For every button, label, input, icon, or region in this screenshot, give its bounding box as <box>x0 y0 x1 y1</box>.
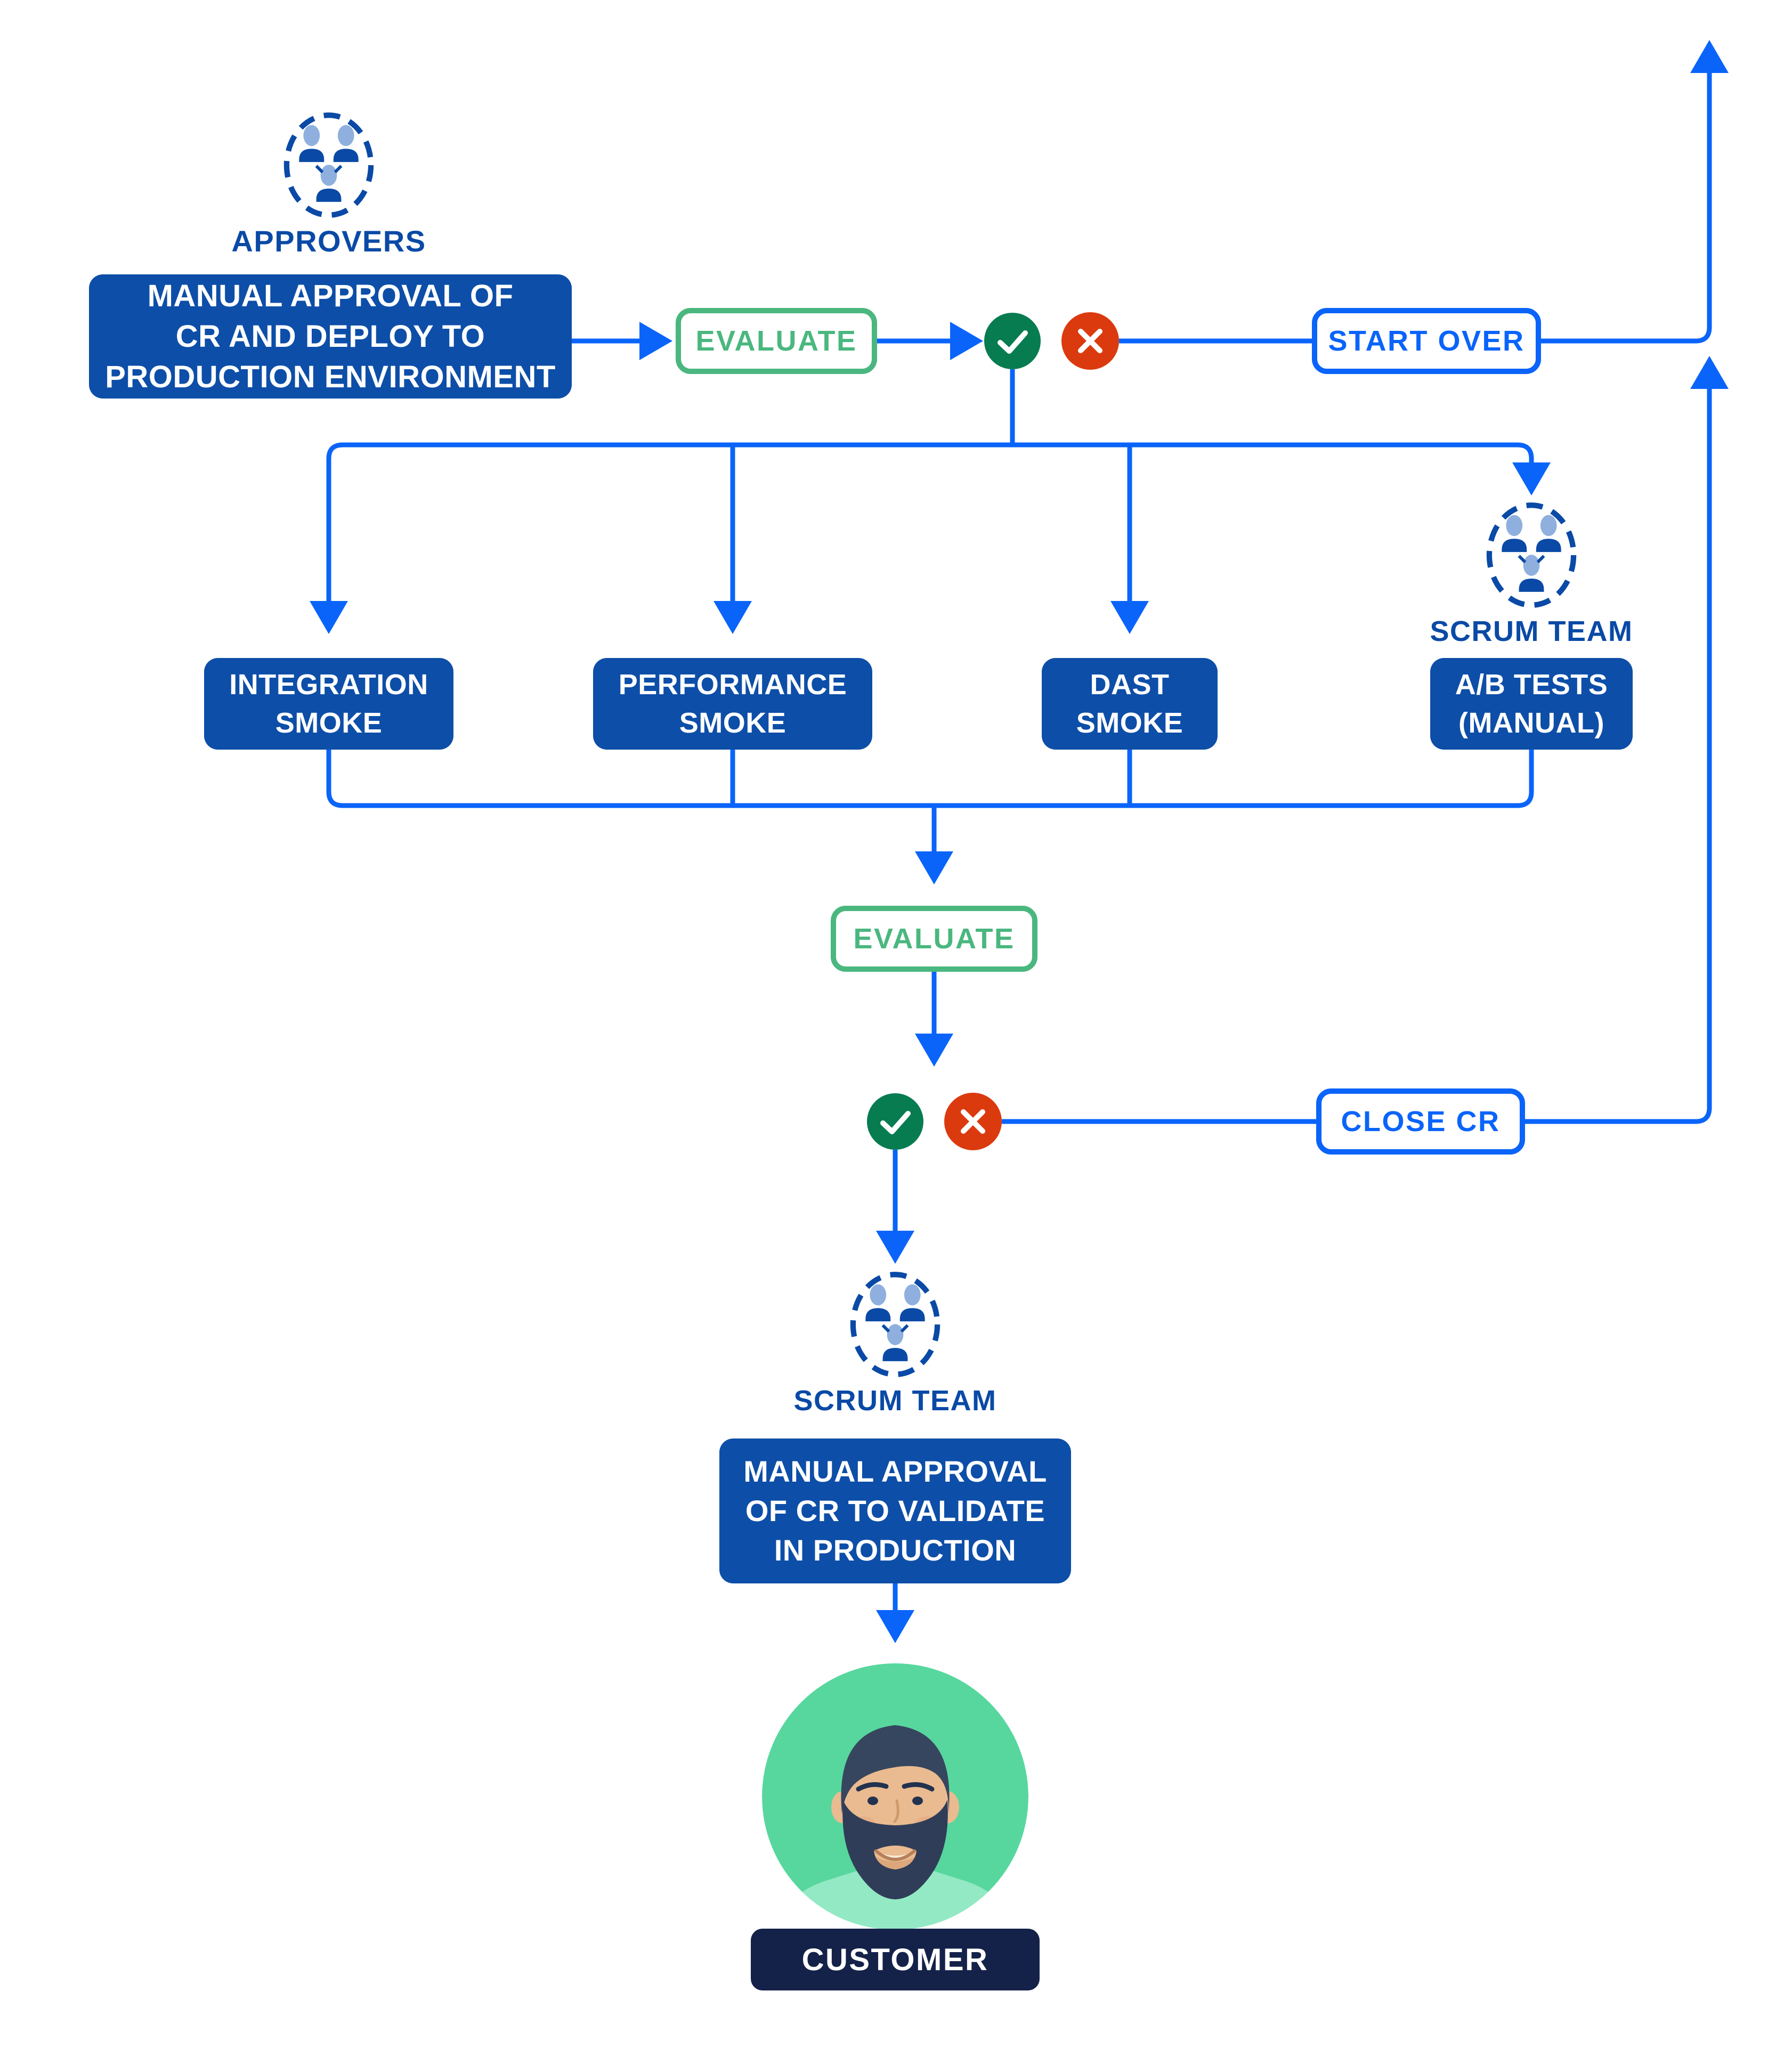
customer-node: CUSTOMER <box>751 1929 1040 1990</box>
connector-evaluate-to-result <box>877 322 983 360</box>
start-over-node: START OVER <box>1312 308 1541 374</box>
connector-pass-branch-rail <box>326 369 1534 462</box>
rejected-x-badge-2 <box>944 1093 1002 1150</box>
x-icon <box>961 1109 985 1134</box>
rejected-x-badge-1 <box>1061 312 1119 370</box>
performance-smoke-line1: PERFORMANCE <box>618 669 847 701</box>
connector-approval-to-customer <box>876 1583 914 1643</box>
manual-approval-validate-line2: OF CR TO VALIDATE <box>745 1494 1045 1527</box>
check-icon <box>880 1111 911 1134</box>
integration-smoke-line1: INTEGRATION <box>229 669 428 701</box>
dast-smoke-line1: DAST <box>1090 669 1170 701</box>
connector-start-over-loop <box>1541 40 1729 344</box>
approved-check-badge-2 <box>867 1093 923 1150</box>
start-over-label: START OVER <box>1328 325 1525 357</box>
ab-tests-line2: (MANUAL) <box>1458 707 1604 739</box>
connector-approval-to-evaluate <box>572 322 672 360</box>
integration-smoke-line2: SMOKE <box>275 707 383 739</box>
evaluate-node-2: EVALUATE <box>831 906 1037 972</box>
evaluate-node-1-label: EVALUATE <box>695 325 857 357</box>
approvers-label: APPROVERS <box>231 224 426 258</box>
manual-approval-validate-node: MANUAL APPROVAL OF CR TO VALIDATE IN PRO… <box>719 1439 1071 1583</box>
connector-converge-rail <box>326 750 1534 884</box>
ab-tests-line1: A/B TESTS <box>1455 669 1608 701</box>
check-icon <box>998 330 1028 354</box>
performance-smoke-line2: SMOKE <box>679 707 786 739</box>
customer-avatar <box>762 1663 1028 1930</box>
manual-approval-deploy-node: MANUAL APPROVAL OF CR AND DEPLOY TO PROD… <box>89 274 572 399</box>
manual-approval-validate-line1: MANUAL APPROVAL <box>743 1454 1047 1488</box>
manual-approval-deploy-line3: PRODUCTION ENVIRONMENT <box>105 359 556 394</box>
ab-tests-node: A/B TESTS (MANUAL) <box>1430 658 1633 750</box>
manual-approval-deploy-line2: CR AND DEPLOY TO <box>175 319 485 354</box>
scrum-team-icon-2 <box>848 1269 942 1380</box>
connector-branch-scrum-team <box>1512 462 1551 495</box>
evaluate-node-2-label: EVALUATE <box>853 923 1015 955</box>
scrum-team-label-2: SCRUM TEAM <box>793 1385 997 1417</box>
scrum-team-label-1: SCRUM TEAM <box>1430 615 1633 647</box>
approved-check-badge-1 <box>984 313 1041 369</box>
evaluate-node-1: EVALUATE <box>676 308 877 374</box>
close-cr-node: CLOSE CR <box>1316 1088 1525 1155</box>
connector-close-cr-loop <box>1525 356 1729 1124</box>
connector-branch-dast <box>1110 445 1149 634</box>
dast-smoke-line2: SMOKE <box>1076 707 1183 739</box>
approvers-team-icon <box>282 110 376 221</box>
scrum-team-icon-1 <box>1485 500 1578 611</box>
integration-smoke-node: INTEGRATION SMOKE <box>204 658 453 750</box>
performance-smoke-node: PERFORMANCE SMOKE <box>593 658 872 750</box>
connector-evaluate2-to-result <box>915 972 953 1067</box>
dast-smoke-node: DAST SMOKE <box>1042 658 1218 750</box>
manual-approval-deploy-line1: MANUAL APPROVAL OF <box>147 278 514 313</box>
connector-branch-integration <box>310 457 348 634</box>
connector-branch-performance <box>713 445 752 634</box>
x-icon <box>1078 329 1102 353</box>
customer-label: CUSTOMER <box>801 1942 989 1977</box>
manual-approval-validate-line3: IN PRODUCTION <box>774 1533 1017 1567</box>
connector-pass-to-scrum-team <box>876 1150 914 1264</box>
close-cr-label: CLOSE CR <box>1341 1106 1501 1137</box>
